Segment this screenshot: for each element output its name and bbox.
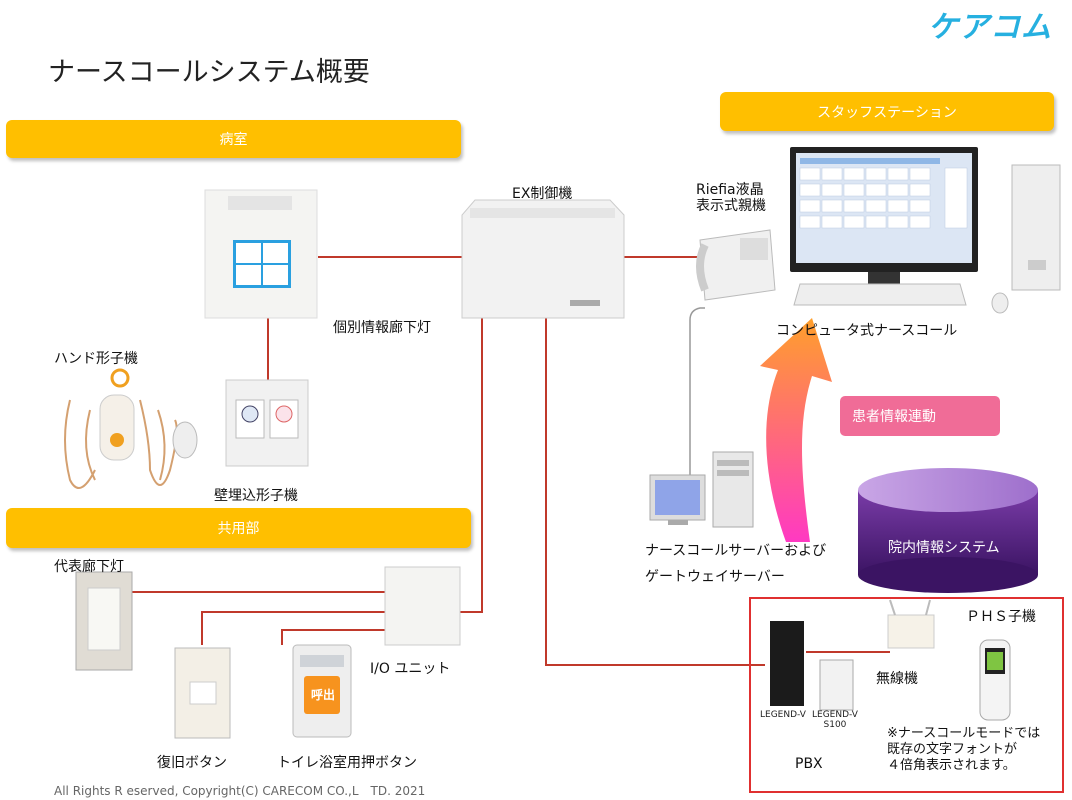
pbx-label: PBX	[795, 756, 823, 772]
computer-nurse-call-label: コンピュータ式ナースコール	[776, 323, 958, 339]
wiring	[132, 256, 890, 666]
wireless-label: 無線機	[876, 671, 918, 687]
reset-button-label: 復旧ボタン	[157, 755, 227, 771]
phs-handset-label: ＰＨＳ子機	[966, 609, 1036, 625]
phs-note-line3: ４倍角表示されます。	[887, 758, 1016, 773]
section-patient-room: 病室	[6, 120, 461, 158]
io-unit-label: I/O ユニット	[370, 661, 451, 677]
database-icon	[858, 468, 1038, 593]
link-arrow-icon	[760, 318, 832, 542]
wireless-icon	[887, 599, 935, 649]
wall-handset-icon	[225, 379, 309, 467]
section-common-area: 共用部	[6, 508, 471, 548]
section-staff-station: スタッフステーション	[720, 92, 1054, 131]
riefia-label: Riefia液晶 表示式親機	[696, 182, 766, 214]
phs-icon	[979, 639, 1011, 721]
section-label: 共用部	[217, 521, 260, 537]
hand-handset-label: ハンド形子機	[54, 351, 138, 367]
legend-v-s100-line1: LEGEND-V	[812, 710, 858, 720]
legend-v-s100-line2: S100	[823, 720, 847, 730]
patient-info-link-label: 患者情報連動	[852, 409, 936, 425]
legend-v-s100-label: LEGEND-V S100	[812, 710, 858, 730]
ex-controller-icon	[461, 199, 625, 319]
reset-button-icon	[174, 647, 231, 739]
io-unit-icon	[384, 566, 461, 646]
rep-corridor-light-icon	[75, 571, 133, 671]
server-label: ナースコールサーバーおよび ゲートウェイサーバー	[645, 538, 826, 590]
wall-handset-label: 壁埋込形子機	[214, 488, 298, 504]
copyright-footer: All Rights R eserved, Copyright(C) CAREC…	[54, 784, 426, 798]
riefia-label-line1: Riefia液晶	[696, 182, 764, 198]
toilet-button-face: 呼出	[311, 688, 336, 702]
phs-note-line1: ※ナースコールモードでは	[887, 726, 1041, 741]
page-title: ナースコールシステム概要	[48, 57, 370, 88]
rep-corridor-light-label: 代表廊下灯	[54, 559, 124, 575]
corridor-light-label: 個別情報廊下灯	[333, 320, 431, 336]
riefia-label-line2: 表示式親機	[696, 198, 766, 214]
patient-info-link-badge: 患者情報連動	[840, 396, 1000, 436]
server-label-line1: ナースコールサーバーおよび	[645, 543, 827, 559]
section-label: スタッフステーション	[817, 104, 957, 121]
server-icon	[649, 451, 754, 528]
master-phone-icon	[696, 229, 776, 301]
ex-controller-label: EX制御機	[512, 186, 573, 202]
toilet-button-label: トイレ浴室用押ボタン	[277, 755, 417, 771]
section-label: 病室	[219, 132, 248, 148]
phs-note-line2: 既存の文字フォントが	[887, 742, 1018, 757]
hospital-info-system-label: 院内情報システム	[888, 540, 1000, 556]
legend-v-label: LEGEND-V	[760, 710, 806, 720]
phs-system-box	[749, 597, 1064, 793]
computer-icon	[790, 147, 1061, 314]
server-label-line2: ゲートウェイサーバー	[645, 569, 785, 585]
pbx-icon	[770, 621, 854, 711]
brand-logo: ケアコム	[928, 10, 1052, 45]
toilet-button-icon	[292, 644, 352, 738]
phs-note: ※ナースコールモードでは 既存の文字フォントが ４倍角表示されます。	[887, 726, 1040, 774]
corridor-light-icon	[204, 189, 318, 319]
